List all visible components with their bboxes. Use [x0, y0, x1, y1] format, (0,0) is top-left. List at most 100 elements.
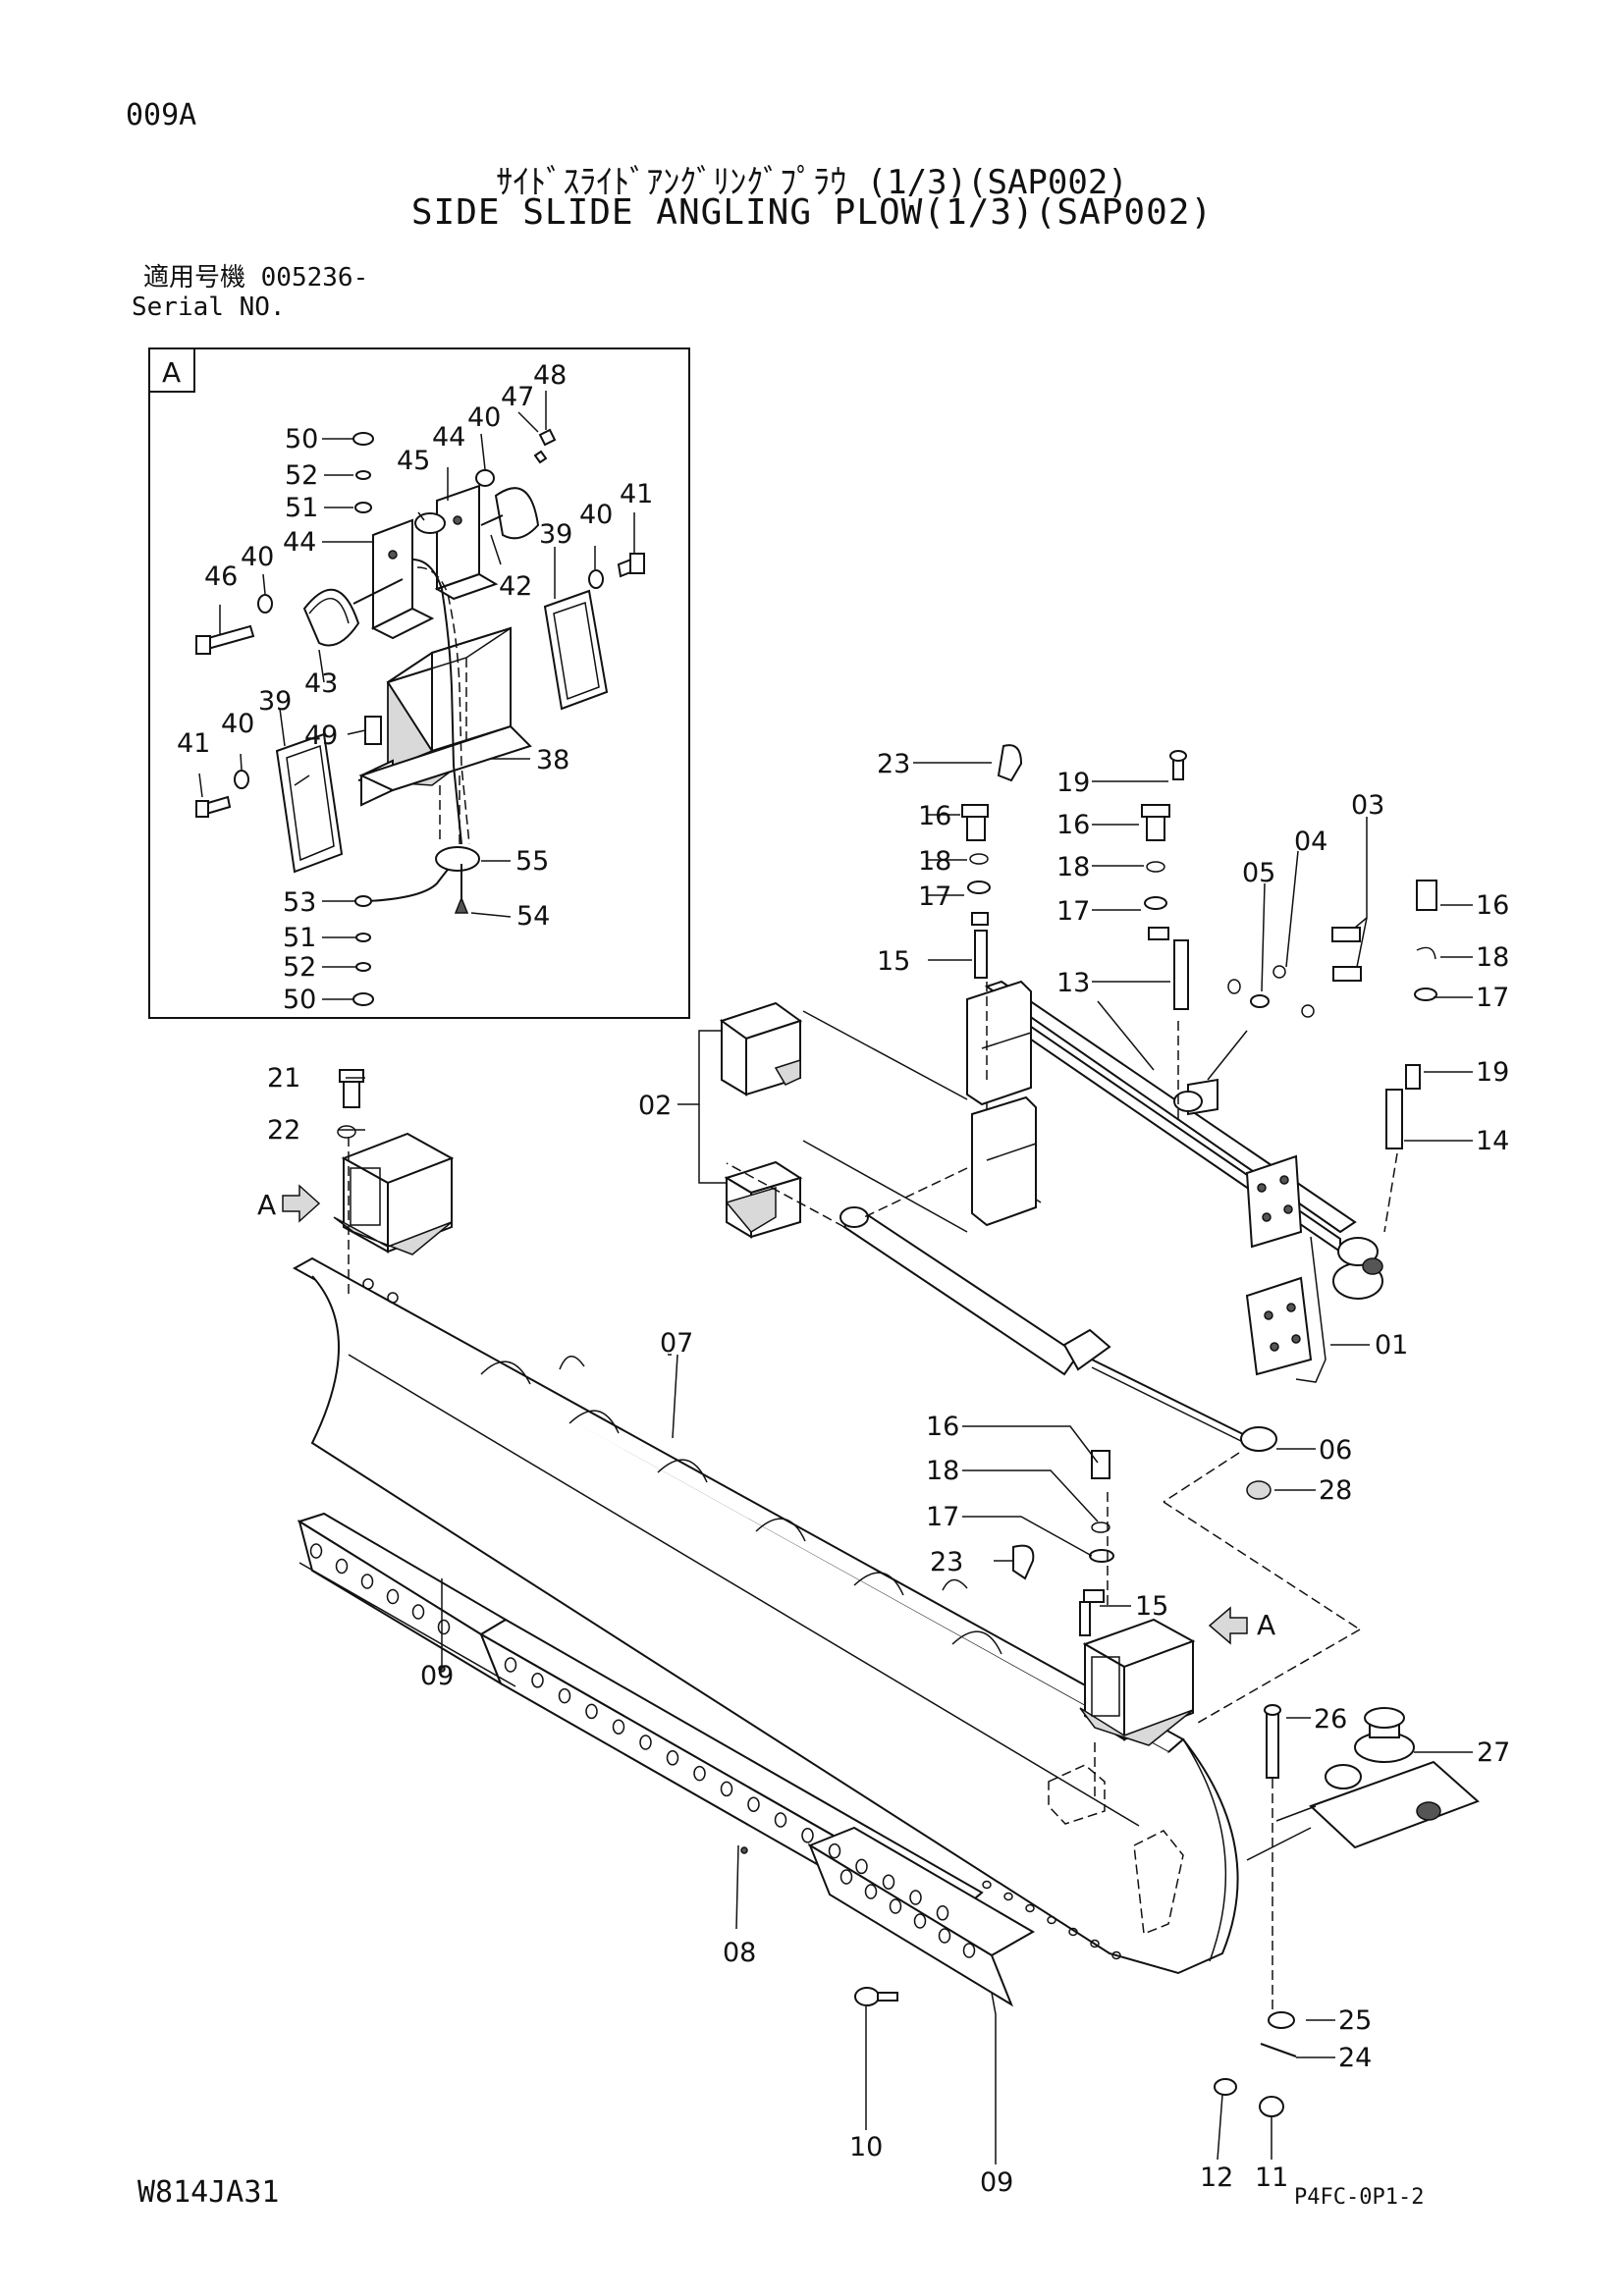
detail-hardware [195, 428, 645, 1006]
bolt-hole [882, 1874, 895, 1890]
bolt-hole [855, 1858, 868, 1875]
callout-15: 15 [877, 946, 910, 977]
callout-03: 03 [1351, 790, 1384, 821]
callout-55: 55 [515, 846, 549, 877]
bolt-hole [801, 1828, 814, 1843]
bolt-hole [411, 1604, 425, 1620]
callout-13: 13 [1056, 968, 1090, 998]
callout-05: 05 [1242, 858, 1275, 888]
callout-48: 48 [533, 360, 567, 391]
callout-09: 09 [420, 1661, 454, 1691]
document-code: W814JA31 [137, 2175, 280, 2210]
bolt-hole [889, 1898, 902, 1914]
callout-26: 26 [1314, 1704, 1347, 1735]
bolt-hole [558, 1687, 571, 1704]
callout-46: 46 [204, 561, 238, 592]
bolt-hole [693, 1765, 706, 1782]
page-reference: P4FC-0P1-2 [1294, 2185, 1425, 2210]
callout-53: 53 [283, 887, 316, 918]
callout-41: 41 [177, 728, 210, 759]
callout-17: 17 [926, 1502, 959, 1532]
callout-04: 04 [1294, 827, 1327, 857]
bolt-hole [437, 1619, 451, 1635]
callout-17: 17 [1476, 983, 1509, 1013]
plow-frame [984, 980, 1383, 1383]
callout-51: 51 [283, 923, 316, 953]
detail-view-a: A [148, 347, 690, 1019]
bolt-hole [1003, 1892, 1013, 1901]
callout-16: 16 [918, 801, 951, 831]
view-arrow-right: A [1208, 1606, 1275, 1645]
lamp-brackets [370, 484, 499, 640]
callout-17: 17 [1056, 896, 1090, 927]
hinge-brackets [719, 980, 1037, 1239]
callout-12: 12 [1200, 2163, 1233, 2193]
callout-40: 40 [241, 542, 274, 572]
view-arrow-left-label: A [257, 1189, 276, 1221]
bolt-hole [774, 1812, 787, 1828]
serial-label-japanese: 適用号機 005236- [143, 263, 369, 293]
callout-50: 50 [283, 985, 316, 1015]
bolt-hole [386, 1588, 400, 1605]
hinge-pin-assembly [1309, 1707, 1480, 1849]
bolt-hole [747, 1796, 760, 1812]
callout-38: 38 [536, 745, 569, 775]
callout-43: 43 [304, 668, 338, 699]
main-leaders [298, 762, 1473, 2164]
callout-40: 40 [579, 500, 613, 530]
bolt-hole [504, 1657, 517, 1673]
bolt-hole [612, 1719, 625, 1735]
lamps [302, 487, 540, 647]
callout-18: 18 [918, 846, 951, 877]
title-japanese: ｻｲﾄﾞｽﾗｲﾄﾞｱﾝｸﾞﾘﾝｸﾞﾌﾟﾗｳ (1/3)(SAP002) [496, 163, 1128, 202]
callout-44: 44 [283, 527, 316, 558]
callout-54: 54 [516, 901, 550, 932]
callout-49: 49 [304, 721, 338, 751]
callout-28: 28 [1319, 1475, 1352, 1506]
bolt-hole [335, 1558, 349, 1575]
bolt-hole [1025, 1903, 1035, 1913]
callout-10: 10 [849, 2132, 883, 2163]
callout-40: 40 [221, 709, 254, 739]
bolt-hole [938, 1928, 951, 1944]
callout-39: 39 [258, 686, 292, 717]
bolt-hole [720, 1781, 733, 1797]
callout-09: 09 [980, 2167, 1013, 2198]
callout-22: 22 [267, 1115, 300, 1146]
bolt-hole [913, 1913, 927, 1929]
callout-17: 17 [918, 881, 951, 912]
callout-07: 07 [660, 1328, 693, 1359]
bolt-hole [639, 1735, 652, 1750]
sheet-id: 009A [126, 98, 197, 133]
view-arrow-left: A [257, 1184, 321, 1223]
callout-52: 52 [283, 952, 316, 983]
assembly-guides [348, 967, 1398, 2012]
bolt-hole [982, 1880, 992, 1890]
callout-18: 18 [1056, 852, 1090, 882]
main-hardware [337, 744, 1437, 2117]
callout-47: 47 [501, 382, 534, 412]
detail-frame [148, 347, 690, 1019]
callout-44: 44 [432, 422, 465, 453]
callout-50: 50 [285, 424, 318, 454]
callout-24: 24 [1338, 2043, 1372, 2073]
bolt-hole [309, 1543, 323, 1559]
callout-25: 25 [1338, 2005, 1372, 2036]
bolt-hole [864, 1884, 878, 1899]
callout-21: 21 [267, 1063, 300, 1094]
bolt-hole [936, 1905, 949, 1921]
callout-06: 06 [1319, 1435, 1352, 1466]
callout-18: 18 [1476, 942, 1509, 973]
bolt-hole [1090, 1939, 1100, 1949]
cutting-edge-bolt-holes [309, 1543, 1121, 1960]
detail-label: A [162, 356, 181, 389]
lamp-assembly-left [333, 1132, 455, 1255]
callout-18: 18 [926, 1456, 959, 1486]
callout-15: 15 [1135, 1591, 1168, 1622]
hydraulic-cylinder [839, 1206, 1277, 1500]
lamp-cable [411, 559, 462, 845]
callout-16: 16 [1476, 890, 1509, 921]
lamp-housing [357, 626, 532, 844]
callout-02: 02 [638, 1091, 672, 1121]
